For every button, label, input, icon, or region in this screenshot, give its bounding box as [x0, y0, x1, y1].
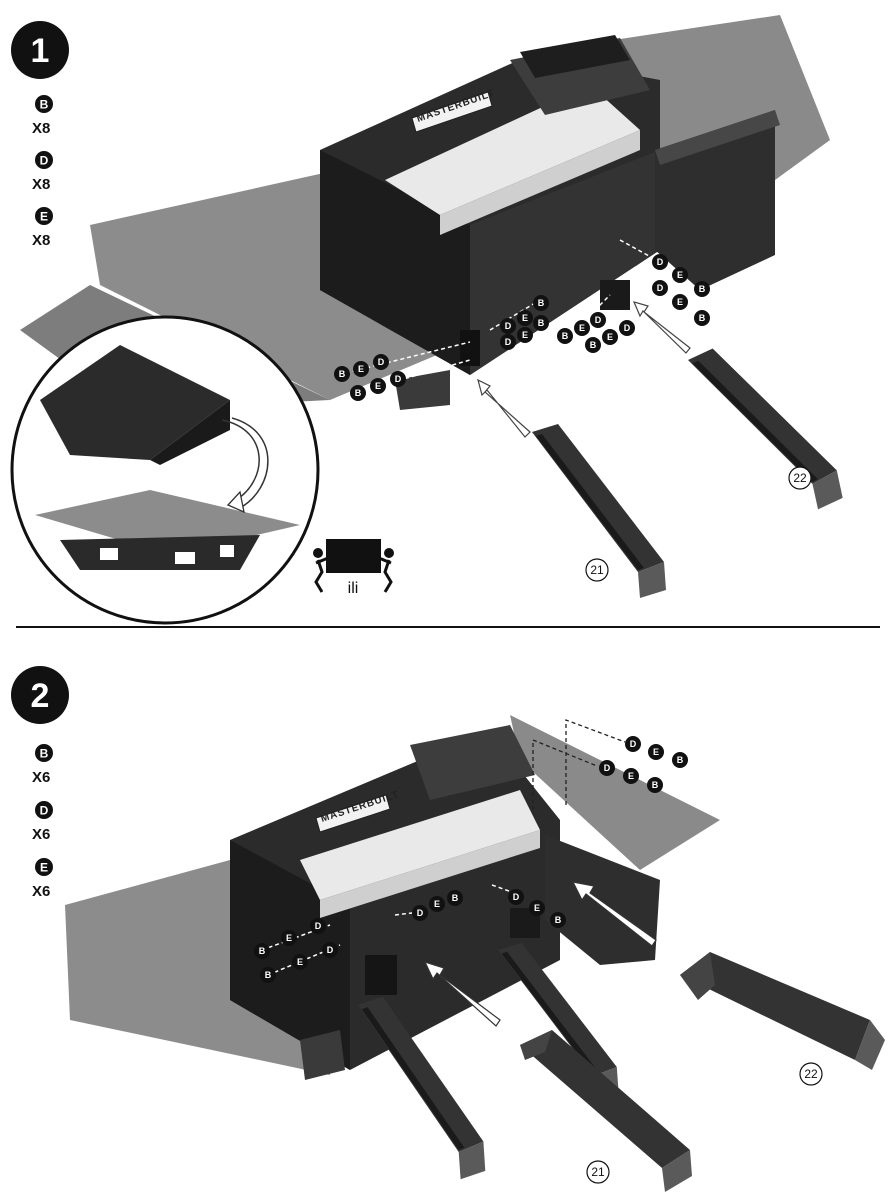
hw-e: E [534, 903, 540, 913]
hw-d: D [315, 921, 322, 931]
hw-e: E [677, 297, 683, 307]
hw-b: B [555, 915, 562, 925]
step-2-hardware-top: D E B D E B [599, 736, 688, 793]
hw-e: E [677, 270, 683, 280]
hw-b: B [339, 369, 346, 379]
hw-b: B [699, 313, 706, 323]
hw-e: E [653, 747, 659, 757]
hw-d: D [505, 337, 512, 347]
step-2-part-e: E X6 [32, 858, 53, 900]
hw-e: E [286, 933, 292, 943]
hw-d: D [604, 763, 611, 773]
hw-b: B [538, 298, 545, 308]
hw-d: D [327, 945, 334, 955]
step-2-hardware-right: D E B [491, 884, 566, 928]
hw-b: B [538, 318, 545, 328]
callout-label: 21 [591, 1165, 605, 1179]
hw-b: B [562, 331, 569, 341]
hw-e: E [579, 323, 585, 333]
step-1-leg-22 [686, 333, 844, 525]
hw-d: D [657, 257, 664, 267]
hw-d: D [657, 283, 664, 293]
callout-label: 22 [804, 1067, 818, 1081]
step-2-callout-21: 21 [586, 1160, 610, 1184]
step-2-arrows [423, 881, 657, 1027]
part-letter: E [40, 861, 48, 875]
step-2-parts-list: B X6 D X6 E X6 [32, 744, 53, 900]
hw-d: D [595, 315, 602, 325]
hw-d: D [505, 321, 512, 331]
part-letter: E [40, 210, 48, 224]
hw-e: E [297, 957, 303, 967]
hw-e: E [522, 313, 528, 323]
hw-d: D [417, 908, 424, 918]
step-2-badge: 2 [11, 666, 69, 724]
hw-e: E [628, 771, 634, 781]
part-quantity: X8 [32, 120, 50, 137]
hw-b: B [699, 284, 706, 294]
part-letter: B [40, 747, 49, 761]
callout-label: 22 [793, 471, 807, 485]
part-quantity: X8 [32, 176, 50, 193]
step-1-arrows [477, 301, 691, 438]
hw-e: E [375, 381, 381, 391]
part-letter: D [40, 154, 49, 168]
hw-b: B [355, 388, 362, 398]
part-quantity: X6 [32, 883, 50, 900]
step-1-hardware-right: D E B D E B [619, 239, 710, 326]
hw-b: B [677, 755, 684, 765]
hw-e: E [434, 899, 440, 909]
step-2: 2 B X6 D X6 E X6 [11, 666, 885, 1192]
step-1-callout-21: 21 [585, 558, 609, 582]
hw-d: D [513, 892, 520, 902]
step-2-hardware-left: B E D B E D D E B [254, 890, 463, 983]
step-1-part-e: E X8 [32, 207, 53, 249]
step-1-hardware-left: B E D B E D [334, 341, 471, 401]
hw-d: D [395, 374, 402, 384]
step-2-leg-21 [520, 1030, 692, 1192]
hw-b: B [452, 893, 459, 903]
step-2-guide-lines [532, 719, 626, 810]
part-quantity: X6 [32, 826, 50, 843]
hw-e: E [358, 364, 364, 374]
part-letter: D [40, 804, 49, 818]
step-1-hardware-middle: D E B D E B B E D B E D [489, 294, 635, 353]
hw-e: E [607, 332, 613, 342]
step-2-number: 2 [31, 677, 50, 715]
callout-label: 21 [590, 563, 604, 577]
step-1-smoker: MASTERBUILT [320, 35, 780, 410]
lift-label: ili [348, 580, 359, 597]
hw-b: B [652, 780, 659, 790]
step-1-part-b: B X8 [32, 95, 53, 137]
step-2-part-d: D X6 [32, 801, 53, 843]
hw-d: D [378, 357, 385, 367]
hw-b: B [590, 340, 597, 350]
step-1-callout-22: 22 [788, 466, 812, 490]
step-1-badge: 1 [11, 21, 69, 79]
hw-b: B [265, 970, 272, 980]
step-2-callout-22: 22 [799, 1062, 823, 1086]
step-1-number: 1 [31, 32, 50, 70]
hw-d: D [624, 323, 631, 333]
part-letter: B [40, 98, 49, 112]
step-1-inset [10, 315, 320, 625]
step-1-parts-list: B X8 D X8 E X8 [32, 95, 53, 249]
part-quantity: X8 [32, 232, 50, 249]
two-person-lift-icon: ili [313, 539, 394, 597]
step-2-leg-22 [680, 952, 885, 1070]
step-2-part-b: B X6 [32, 744, 53, 786]
step-1: 1 B X8 D X8 E X8 [10, 15, 844, 625]
hw-b: B [259, 946, 266, 956]
hw-e: E [522, 330, 528, 340]
part-quantity: X6 [32, 769, 50, 786]
step-1-part-d: D X8 [32, 151, 53, 193]
hw-d: D [630, 739, 637, 749]
